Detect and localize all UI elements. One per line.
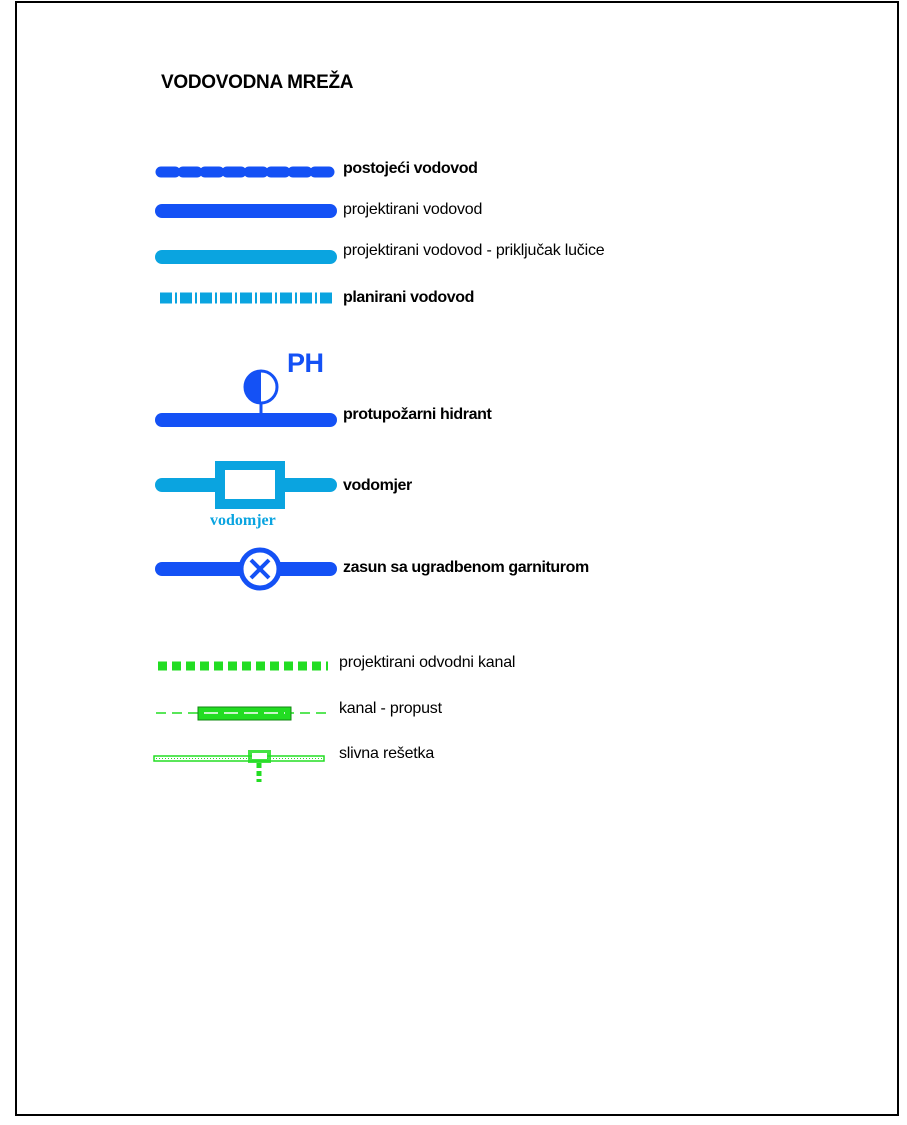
hydrant-icon [155,369,337,427]
gate-valve-icon [155,547,337,591]
legend-label-prikljucak-lucice: projektirani vodovod - priključak lučice [343,242,605,259]
legend-label-projektirani-vodovod: projektirani vodovod [343,201,483,218]
legend-label-zasun: zasun sa ugradbenom garniturom [343,559,589,576]
legend-title: VODOVODNA MREŽA [161,72,354,93]
legend-label-vodomjer: vodomjer [343,477,412,494]
water-meter-tag: vodomjer [210,512,276,529]
legend-label-planirani-vodovod: planirani vodovod [343,289,474,306]
solid-line-blue-icon [155,204,337,218]
legend-label-slivna-resetka: slivna rešetka [339,745,435,762]
solid-line-light-blue-icon [155,250,337,264]
hydrant-tag: PH [287,348,324,378]
dashed-line-green-icon [158,661,328,671]
grate-icon [153,750,325,782]
dashed-line-blue-icon [155,166,337,178]
culvert-icon [156,706,326,721]
legend-label-odvodni-kanal: projektirani odvodni kanal [339,654,516,671]
water-meter-icon [155,461,337,509]
legend-label-kanal-propust: kanal - propust [339,700,442,717]
legend-label-postojeci-vodovod: postojeći vodovod [343,160,478,177]
dash-dot-line-light-blue-icon [160,292,332,304]
legend-label-protupozarni-hidrant: protupožarni hidrant [343,406,492,423]
legend-frame [15,1,899,1116]
